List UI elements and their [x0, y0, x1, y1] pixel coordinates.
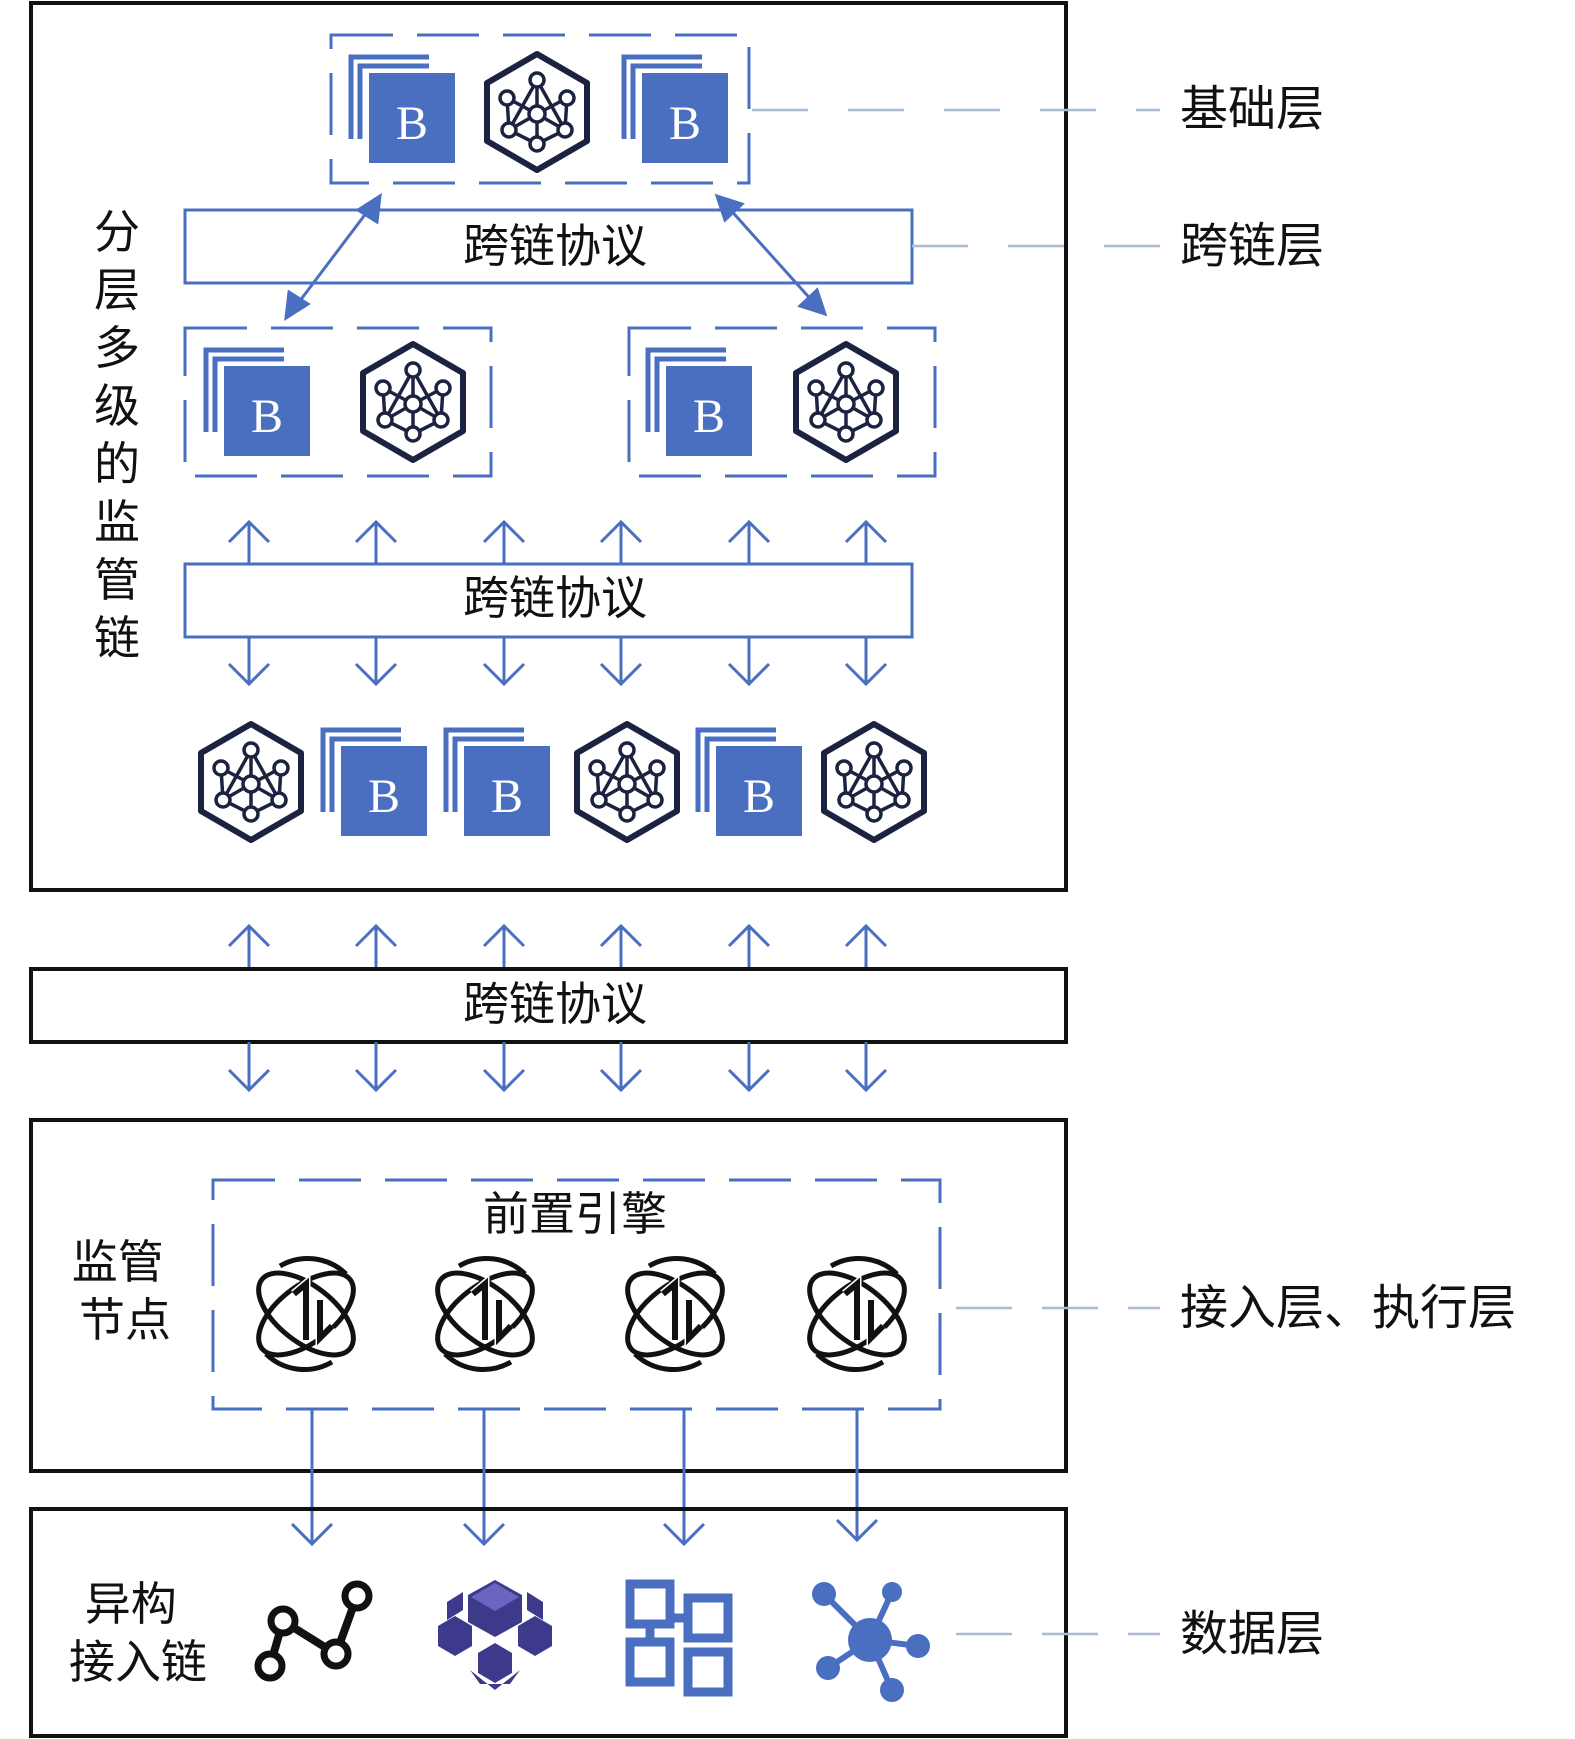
- chain-node-hexagon-icon: [824, 724, 924, 840]
- layered-chain-char: 层: [94, 263, 140, 317]
- svg-text:B: B: [396, 97, 428, 150]
- sub-chain-group-right: [627, 326, 937, 478]
- diagonal-arrow-left: [284, 193, 382, 321]
- block-icon: B: [351, 57, 455, 163]
- layered-chain-char: 管: [94, 553, 140, 607]
- chain-node-hexagon-icon: [487, 54, 587, 170]
- block-icon: B: [698, 730, 802, 836]
- cross-chain-protocol-label-1: 跨链协议: [463, 219, 647, 273]
- engine-to-chain-arrows: [290, 1409, 879, 1546]
- layered-chain-char: 链: [94, 611, 140, 665]
- svg-text:B: B: [491, 770, 523, 823]
- svg-text:B: B: [669, 97, 701, 150]
- block-grid-icon: [625, 1579, 733, 1697]
- down-arrows-row-2: [227, 1042, 888, 1092]
- up-arrows-row-2: [227, 924, 888, 969]
- hub-network-icon: [812, 1582, 930, 1702]
- diagonal-arrow-right: [714, 193, 828, 317]
- chain-node-hexagon-icon: [201, 724, 301, 840]
- cross-chain-protocol-label-3: 跨链协议: [463, 977, 647, 1031]
- engine-orbit-icon: [424, 1257, 547, 1370]
- cube-cluster-icon: [438, 1580, 552, 1690]
- up-arrows-row-1: [227, 520, 888, 564]
- chain-node-hexagon-icon: [577, 724, 677, 840]
- block-icon: B: [206, 350, 310, 456]
- engine-orbit-icon: [796, 1257, 919, 1370]
- layered-chain-char: 多: [94, 321, 140, 375]
- front-engine-group-box: [211, 1178, 942, 1411]
- sub-chain-group-left: [183, 326, 493, 478]
- regulation-chain-frame: [29, 1, 1068, 892]
- node-path-icon: [254, 1580, 373, 1682]
- block-icon: B: [446, 730, 550, 836]
- regulation-node-frame: [29, 1118, 1068, 1473]
- cross-chain-protocol-label-2: 跨链协议: [463, 571, 647, 625]
- layer-label-data: 数据层: [1180, 1606, 1324, 1662]
- layered-chain-char: 级: [94, 379, 140, 433]
- engine-orbit-icon: [614, 1257, 737, 1370]
- chain-node-hexagon-icon: [363, 344, 463, 460]
- layer-label-access-execution: 接入层、执行层: [1180, 1280, 1516, 1336]
- svg-text:B: B: [251, 390, 283, 443]
- layered-chain-char: 监: [94, 495, 140, 549]
- engine-orbit-icon: [245, 1257, 368, 1370]
- regulation-node-label: 监管 节点: [72, 1235, 179, 1347]
- block-icon: B: [323, 730, 427, 836]
- chain-node-hexagon-icon: [796, 344, 896, 460]
- front-engine-label: 前置引擎: [483, 1187, 667, 1241]
- svg-text:B: B: [743, 770, 775, 823]
- layer-label-cross-chain: 跨链层: [1180, 218, 1324, 274]
- cross-chain-protocol-bar-2: [183, 562, 914, 639]
- layer-label-foundation: 基础层: [1180, 81, 1324, 137]
- cross-chain-protocol-bar-3: [29, 967, 1068, 1044]
- access-chain-frame: [29, 1507, 1068, 1738]
- block-icon: B: [624, 57, 728, 163]
- layered-chain-vertical-label: 分层多级的监管链: [94, 205, 140, 665]
- foundation-group-box: [329, 33, 751, 185]
- heterogeneous-chain-label: 异构 接入链: [69, 1577, 207, 1689]
- layered-chain-char: 的: [94, 437, 140, 491]
- svg-text:B: B: [693, 390, 725, 443]
- layered-chain-char: 分: [94, 205, 140, 259]
- down-arrows-row-1: [227, 637, 888, 686]
- block-icon: B: [648, 350, 752, 456]
- svg-text:B: B: [368, 770, 400, 823]
